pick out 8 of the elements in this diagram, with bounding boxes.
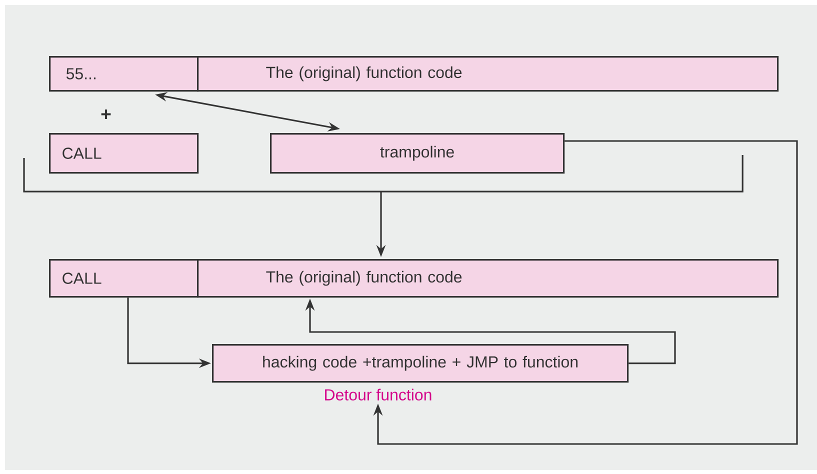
process-box: CALL (49, 259, 199, 298)
process-box: hacking code +trampoline + JMP to function (212, 344, 629, 383)
plus-sign: + (101, 110, 111, 119)
process-box: 55... (49, 56, 199, 92)
node-label: Detour function (325, 388, 432, 400)
arrow (373, 140, 798, 445)
process-box: CALL (49, 133, 199, 174)
process-box: trampoline (270, 133, 565, 174)
